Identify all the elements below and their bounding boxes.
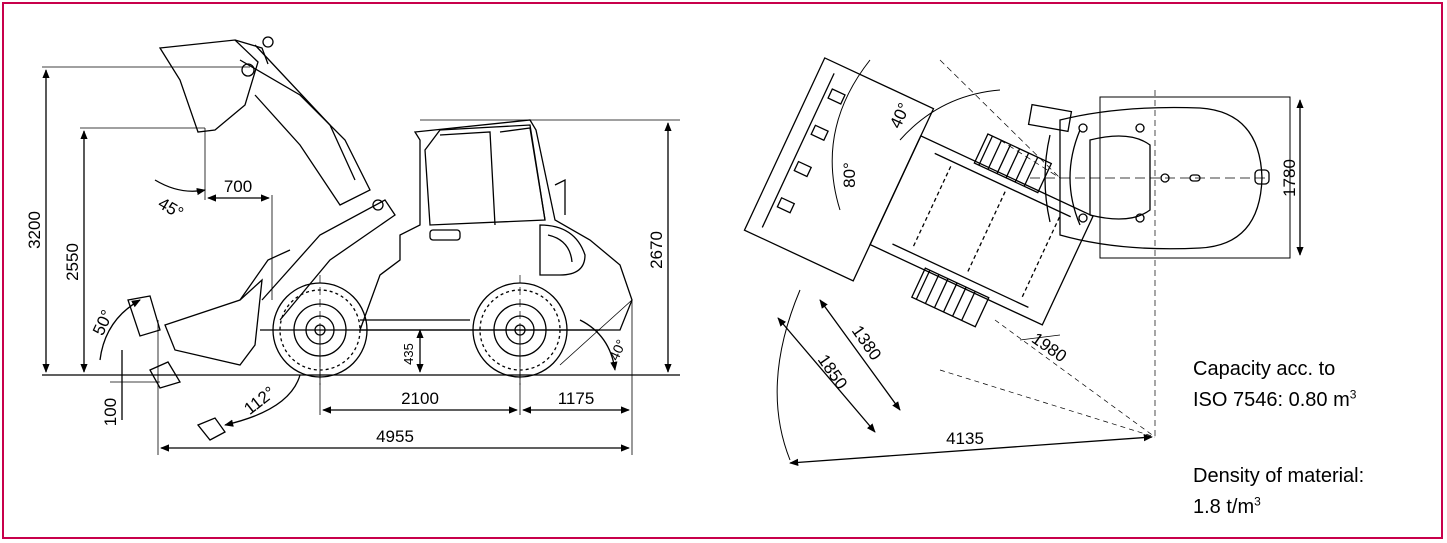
label-1980: 1980 xyxy=(1028,329,1070,366)
machine-body xyxy=(359,119,633,331)
label-angle-112: 112° xyxy=(240,383,278,419)
label-3200: 3200 xyxy=(25,211,44,249)
label-4955: 4955 xyxy=(376,427,414,446)
lift-arm-lowered xyxy=(261,199,396,321)
label-1850: 1850 xyxy=(814,351,851,393)
capacity-line-1: Capacity acc. to xyxy=(1193,358,1336,380)
arc-112 xyxy=(224,374,301,427)
label-1780: 1780 xyxy=(1280,159,1299,197)
label-2550: 2550 xyxy=(63,243,82,281)
top-view xyxy=(743,57,1304,467)
label-2100: 2100 xyxy=(401,389,439,408)
label-angle-40-steer: 40° xyxy=(886,100,914,131)
arc-45 xyxy=(154,179,206,196)
density-spec: Density of material: 1.8 t/m3 xyxy=(1193,461,1364,523)
arc-50 xyxy=(99,299,141,361)
lift-arm-raised xyxy=(239,59,371,206)
rear-frame-outline xyxy=(1099,96,1291,259)
label-700: 700 xyxy=(224,177,252,196)
density-line-2: 1.8 t/m3 xyxy=(1193,494,1261,518)
label-2670: 2670 xyxy=(647,231,666,269)
bucket-lowered xyxy=(164,278,263,366)
bucket-top xyxy=(743,57,935,282)
label-1175: 1175 xyxy=(558,389,595,408)
label-4135: 4135 xyxy=(946,429,984,448)
front-frame xyxy=(743,57,1094,328)
label-angle-45: 45° xyxy=(155,194,187,223)
bucket-raised xyxy=(158,39,259,133)
label-angle-40-rear: 40° xyxy=(606,337,629,363)
arc-40-rear xyxy=(579,319,618,371)
cab xyxy=(424,124,546,226)
density-line-1: Density of material: xyxy=(1193,465,1365,487)
side-view xyxy=(42,36,680,455)
label-1380: 1380 xyxy=(848,322,885,364)
label-angle-80: 80° xyxy=(840,162,859,188)
capacity-spec: Capacity acc. to ISO 7546: 0.80 m3 xyxy=(1193,354,1356,416)
label-100: 100 xyxy=(101,398,120,426)
dim-line-4135 xyxy=(789,433,1153,467)
label-angle-50: 50° xyxy=(89,307,117,338)
dim-line-1850 xyxy=(777,317,876,433)
label-435: 435 xyxy=(401,343,416,365)
capacity-line-2: ISO 7546: 0.80 m3 xyxy=(1193,387,1357,411)
